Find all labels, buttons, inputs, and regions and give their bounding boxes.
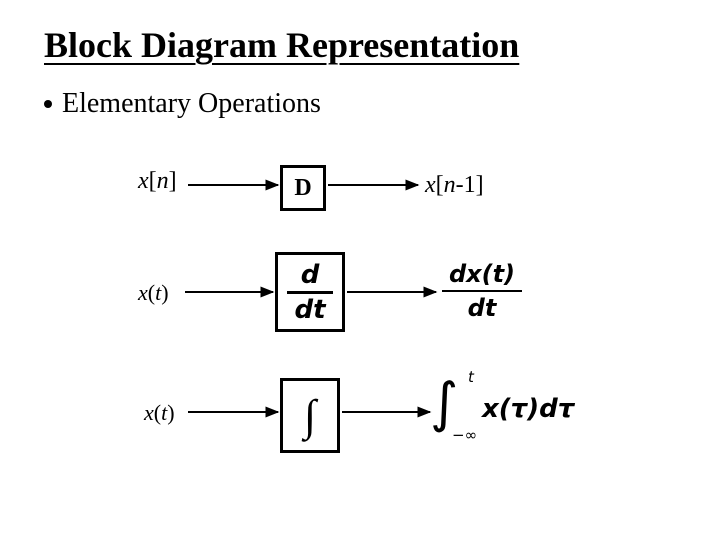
bullet-item: Elementary Operations bbox=[44, 88, 321, 120]
bullet-text: Elementary Operations bbox=[62, 88, 321, 119]
integrator-block: ∫ bbox=[280, 378, 340, 453]
diff-denominator: dt bbox=[294, 294, 326, 325]
slide-title: Block Diagram Representation bbox=[44, 25, 520, 65]
integral-lower-limit: −∞ bbox=[452, 426, 478, 444]
output-signal-xn-1: x[n-1] bbox=[425, 172, 484, 198]
input-signal-xn: x[n] bbox=[138, 168, 177, 194]
derivative-denominator: dt bbox=[467, 294, 497, 322]
integral-upper-limit: t bbox=[468, 368, 474, 386]
output-derivative: dx(t) dt bbox=[442, 262, 522, 320]
diff-fraction-bar bbox=[287, 290, 333, 294]
input-signal-xt-diff: x(t) bbox=[138, 280, 169, 305]
input-signal-xt-integ: x(t) bbox=[144, 400, 175, 425]
diff-numerator: d bbox=[300, 259, 320, 290]
output-integral: ∫ t −∞ x(τ)dτ bbox=[430, 368, 620, 446]
differentiator-block: d dt bbox=[275, 252, 345, 332]
delay-block: D bbox=[280, 165, 326, 211]
integral-body: x(τ)dτ bbox=[482, 394, 575, 424]
derivative-fraction-bar bbox=[442, 290, 522, 292]
derivative-numerator: dx(t) bbox=[448, 260, 516, 288]
integral-icon: ∫ bbox=[430, 371, 459, 434]
bullet-icon bbox=[44, 100, 52, 108]
